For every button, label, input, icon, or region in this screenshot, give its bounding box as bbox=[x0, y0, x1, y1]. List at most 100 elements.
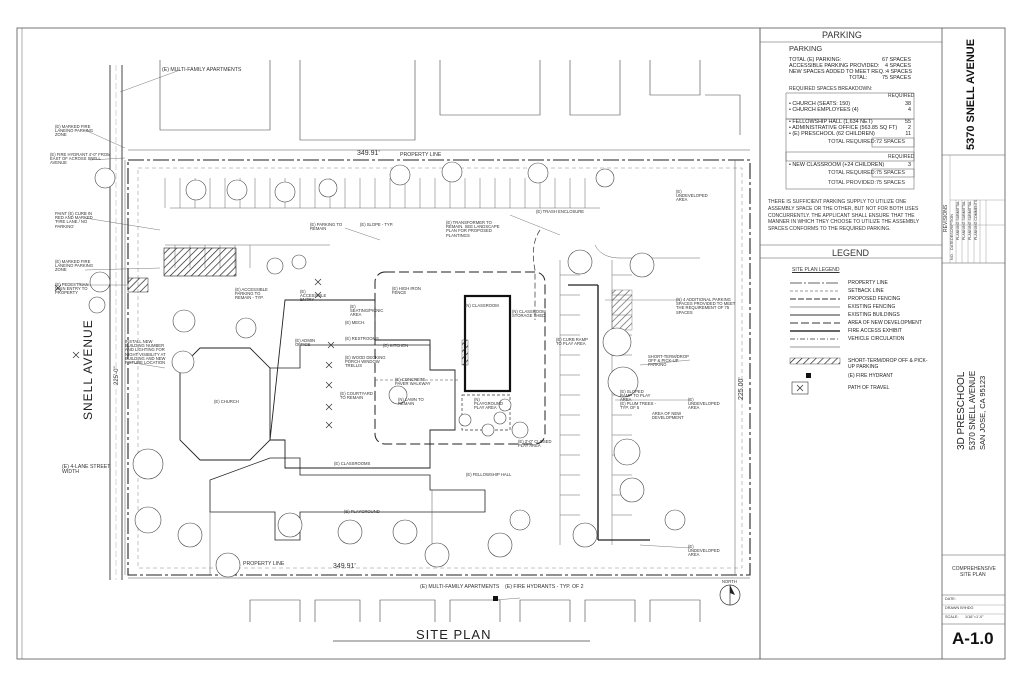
neighbor-top-label: (E) MULTI-FAMILY APARTMENTS bbox=[162, 67, 242, 73]
note-site-6: (E) ACCESSIBLE ENTRY bbox=[300, 289, 327, 303]
north-arrow-icon bbox=[719, 584, 741, 606]
note-site-29: SHORT-TERM/DROP OFF & PICK-UP PARKING bbox=[648, 354, 689, 368]
rev-header-no: NO. bbox=[950, 253, 954, 260]
property-line-top-label: PROPERTY LINE bbox=[400, 152, 442, 158]
note-site-18: (N) PLAYGROUND PLAY AREA bbox=[474, 397, 504, 411]
breakdown-row-4: • (E) PRESCHOOL (62 CHILDREN)11 bbox=[789, 131, 911, 137]
note-left-1: (E) FIRE HYDRANT 4'-0" FROM EAST OF ACRO… bbox=[50, 152, 111, 166]
revision-3: PLANNING COMMENTS bbox=[974, 199, 978, 240]
drop-off-loop bbox=[533, 229, 541, 320]
breakdown-heading: REQUIRED SPACES BREAKDOWN: bbox=[789, 86, 873, 92]
note-site-5: (E) ACCESSIBLE PARKING TO REMAIN - TYP. bbox=[235, 287, 268, 301]
note-site-9: (E) MECH. bbox=[345, 320, 366, 325]
total-required-1: 72 SPACES bbox=[876, 139, 905, 145]
neighbor-buildings-bottom bbox=[249, 599, 701, 622]
note-site-22: (E) PLAYGROUND bbox=[344, 509, 380, 514]
sheet-desc-2: SITE PLAN bbox=[960, 572, 986, 578]
note-site-8: (E) SEATING/PICNIC AREA bbox=[350, 304, 384, 318]
note-site-14: (E) WOOD DECKING PORCH WINDOW TRELLIS bbox=[345, 355, 386, 369]
address-vertical: 5370 SNELL AVENUE bbox=[965, 38, 977, 150]
legend-item-9: (E) FIRE HYDRANT bbox=[848, 373, 893, 379]
note-site-26: (E) UNDEVELOPED AREA bbox=[688, 397, 720, 411]
legend-item-2: PROPOSED FENCING bbox=[848, 296, 901, 302]
legend-item-5: AREA OF NEW DEVELOPMENT bbox=[848, 320, 922, 326]
legend-item-4: EXISTING BUILDINGS bbox=[848, 312, 900, 318]
legend-heading: LEGEND bbox=[832, 248, 870, 258]
project-address: 5370 SNELL AVENUE bbox=[968, 370, 977, 450]
legend-symbols bbox=[789, 282, 841, 395]
parking-note: THERE IS SUFFICIENT PARKING SUPPLY TO UT… bbox=[768, 199, 920, 232]
required-label-2: REQUIRED bbox=[888, 154, 915, 160]
note-site-21: (E) CLASSROOMS bbox=[334, 461, 371, 466]
note-site-28: (E) UNDEVELOPED AREA bbox=[688, 544, 720, 558]
breakdown-row-3: • ADMINISTRATIVE OFFICE (563.85 SQ FT)2 bbox=[789, 125, 911, 131]
revision-0: PLANNING SUBMITTAL bbox=[956, 200, 960, 240]
leader-lines bbox=[80, 69, 691, 601]
scale-label: SCALE: bbox=[945, 615, 959, 619]
parking-heading: PARKING bbox=[822, 30, 862, 40]
neighbor-bottom-label: (E) MULTI-FAMILY APARTMENTS bbox=[420, 584, 500, 590]
total-required-2: 75 SPACES bbox=[876, 170, 905, 176]
trees bbox=[88, 161, 686, 578]
new-classroom bbox=[463, 294, 512, 393]
drawn-value: HDG bbox=[965, 606, 974, 610]
breakdown-row-5: • NEW CLASSROOM (+24 CHILDREN)3 bbox=[789, 162, 911, 168]
note-site-30: (E) SLOPED RAMP TO PLAY AREA bbox=[620, 389, 651, 403]
legend-item-0: PROPERTY LINE bbox=[848, 280, 888, 286]
note-left-3: (E) MARKED FIRE LANE/NO PARKING ZONE bbox=[55, 259, 94, 273]
rev-header-desc: DESCRIPTION bbox=[950, 214, 954, 240]
property-line bbox=[127, 159, 751, 576]
project-name: 3D PRESCHOOL bbox=[956, 371, 967, 450]
note-site-24: (N) 4 ADDITIONAL PARKING SPACES PROVIDED… bbox=[676, 297, 736, 315]
note-site-10: (E) RESTROOMS bbox=[345, 336, 379, 341]
note-site-31: (E) PLUM TREES - TYP. OF 5 bbox=[620, 401, 656, 411]
sheet-desc-1: COMPREHENSIVE bbox=[952, 566, 996, 572]
note-site-7: (E) HIGH IRON FENCE bbox=[392, 286, 421, 296]
note-site-2: (E) TRANSFORMER TO REMAIN. SEE LANDSCAPE… bbox=[446, 220, 500, 238]
parking-total-row-0: TOTAL (E) PARKING:67 SPACES bbox=[789, 57, 911, 63]
church-building bbox=[179, 347, 271, 461]
note-site-13: (E) CHURCH bbox=[214, 399, 239, 404]
classrooms-building bbox=[209, 457, 486, 541]
revision-1: PLANNING SUBMITTAL bbox=[962, 200, 966, 240]
north-label: NORTH bbox=[722, 579, 737, 584]
note-site-12: (E) ADMIN OFFICE bbox=[295, 338, 316, 348]
note-site-0: (E) PARKING TO REMAIN bbox=[310, 222, 343, 232]
rev-header-date: DATE bbox=[950, 240, 954, 250]
project-city: SAN JOSE, CA 95123 bbox=[978, 375, 987, 450]
hydrants-label: (E) FIRE HYDRANTS - TYP. OF 2 bbox=[505, 584, 584, 590]
note-site-32: (E) 3'-0" CLOSED PLAY AREA bbox=[518, 439, 552, 449]
note-left-2: PAINT (E) CURB IN RED AND MARKED 'FIRE L… bbox=[55, 211, 93, 229]
legend-item-7: VEHICLE CIRCULATION bbox=[848, 336, 905, 342]
note-site-23: (N) CLASSROOM STORAGE SHED bbox=[512, 309, 546, 319]
fire-hydrant-icon bbox=[493, 596, 498, 601]
date-label: DATE: bbox=[945, 597, 956, 601]
total-provided: 75 SPACES bbox=[876, 180, 905, 186]
total-provided-label: TOTAL PROVIDED: bbox=[828, 180, 876, 186]
revisions-label: REVISIONS bbox=[943, 204, 949, 232]
parking-table-boxes bbox=[785, 92, 915, 190]
note-site-17: (N) LAWN TO REMAIN bbox=[398, 397, 424, 407]
bottom-dimension: 349.91' bbox=[333, 563, 356, 570]
street-name: SNELL AVENUE bbox=[81, 319, 95, 420]
scale-value: 1/16"=1'-0" bbox=[965, 615, 984, 619]
sheet-number: A-1.0 bbox=[952, 629, 994, 648]
parking-total-row-3: TOTAL:75 SPACES bbox=[849, 75, 911, 81]
note-site-25: (E) CURB RAMP TO PLAY AREA bbox=[556, 337, 588, 347]
note-site-27: AREA OF NEW DEVELOPMENT bbox=[652, 411, 684, 421]
property-line-bottom-label: PROPERTY LINE bbox=[243, 561, 285, 567]
top-dimension: 349.91' bbox=[357, 150, 380, 157]
note-left-4: (E) PEDESTRIAN MAIN ENTRY TO PROPERTY bbox=[55, 282, 89, 296]
drawing-title: SITE PLAN bbox=[416, 627, 492, 642]
breakdown-row-2: • FELLOWSHIP HALL (1,634 NET)55 bbox=[789, 119, 911, 125]
required-label-1: REQUIRED bbox=[888, 93, 915, 99]
drawn-label: DRAWN BY: bbox=[945, 606, 967, 610]
note-site-11: (E) KITCHEN bbox=[383, 343, 409, 348]
note-site-19: (N) CLASSROOM bbox=[465, 303, 499, 308]
note-site-1: (E) SLOPE - TYP. bbox=[360, 222, 394, 227]
note-left-0: (E) MARKED FIRE LANE/NO PARKING ZONE bbox=[55, 124, 94, 138]
parking-total-row-1: ACCESSIBLE PARKING PROVIDED:4 SPACES bbox=[789, 63, 911, 69]
side-dimension: 225.00' bbox=[738, 377, 745, 400]
note-left-5: INSTALL NEW BUILDING NUMBER AND LIGHTING… bbox=[125, 339, 166, 366]
